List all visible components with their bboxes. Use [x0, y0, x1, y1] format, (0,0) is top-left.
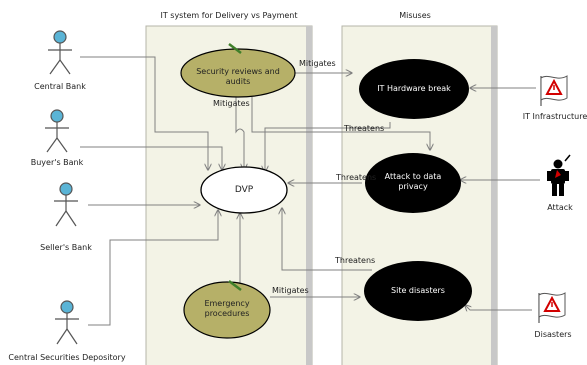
relation-mitigates-site-label: Mitigates [272, 286, 309, 295]
link-security-dvp [235, 97, 244, 170]
usecase-security-reviews-label: Security reviews and audits [196, 67, 280, 86]
actor-csd-label: Central Securities Depository [8, 353, 126, 362]
relation-mitigates-hw-label: Mitigates [299, 59, 336, 68]
usecase-security-reviews[interactable] [180, 43, 296, 98]
key-icon [228, 280, 242, 291]
link-security-privacy [251, 97, 430, 150]
usecase-emergency[interactable] [183, 280, 271, 339]
actor-buyers-bank-icon[interactable] [45, 109, 69, 153]
usecase-emergency-label-line2: procedures [204, 309, 250, 318]
link-centralbank-dvp [80, 56, 208, 170]
flag-it-infrastructure-icon[interactable] [540, 75, 568, 106]
actor-sellers-bank-icon[interactable] [54, 182, 78, 227]
relation-threatens-site-label: Threatens [335, 256, 376, 265]
actor-buyers-bank-label: Buyer's Bank [30, 158, 84, 167]
link-hw-dvp [265, 122, 391, 172]
usecase-emergency-label: Emergency procedures [192, 299, 262, 319]
link-buyersbank-dvp [80, 146, 222, 170]
misuse-site-disasters[interactable] [364, 261, 472, 321]
actor-central-bank-label: Central Bank [34, 82, 86, 91]
misuse-hardware-break-label: IT Hardware break [377, 84, 451, 93]
actor-csd-icon[interactable] [55, 300, 79, 345]
misuse-attack-privacy-line2: privacy [398, 182, 428, 191]
misuse-attack-privacy-line1: Attack to data [384, 172, 442, 181]
attacker-icon[interactable] [547, 154, 571, 196]
link-csd-dvp [88, 210, 218, 326]
misuses-boundary-title: Misuses [399, 11, 431, 20]
link-disasters-site [465, 305, 532, 310]
usecase-dvp-label: DVP [234, 185, 254, 195]
misuse-attack-privacy[interactable] [365, 153, 461, 213]
usecase-emergency-label-line1: Emergency [204, 299, 250, 308]
actor-central-bank-icon[interactable] [48, 30, 72, 75]
actor-disasters-label: Disasters [534, 330, 572, 339]
actor-it-infrastructure-label: IT Infrastructure [522, 112, 587, 121]
misuse-attack-privacy-label: Attack to data privacy [371, 172, 455, 192]
flag-disasters-icon[interactable] [538, 292, 566, 323]
usecase-dvp[interactable] [200, 166, 288, 214]
relation-mitigates-dvp-label: Mitigates [213, 99, 250, 108]
actor-attack-label: Attack [547, 203, 573, 212]
actor-sellers-bank-label: Seller's Bank [40, 243, 92, 252]
misuse-site-disasters-label: Site disasters [391, 286, 445, 295]
relation-threatens-hw-label: Threatens [344, 124, 385, 133]
key-icon [228, 43, 242, 54]
misuse-hardware-break[interactable] [359, 59, 469, 119]
relation-threatens-privacy-label: Threatens [336, 173, 377, 182]
link-site-dvp [282, 208, 372, 271]
system-boundary-title: IT system for Delivery vs Payment [160, 11, 298, 20]
